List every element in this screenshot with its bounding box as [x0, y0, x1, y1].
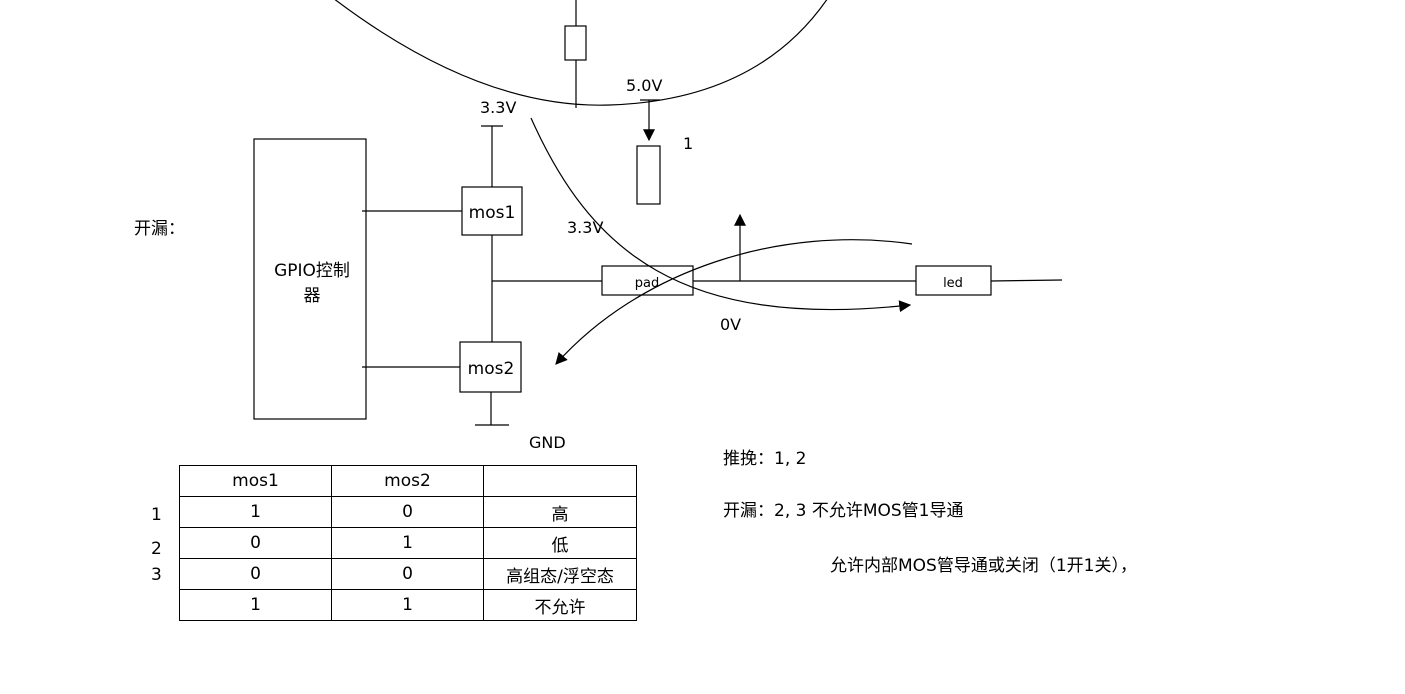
- zero-v-label: 0V: [720, 315, 741, 334]
- push-pull-note: 推挽：1, 2: [723, 449, 807, 469]
- output-wire-c: [990, 279, 1063, 282]
- table-cell: 高组态/浮空态: [483, 558, 637, 590]
- v33-mid-label: 3.3V: [567, 218, 603, 237]
- table-row: 1 0 高: [179, 496, 637, 528]
- mos1-label: mos1: [469, 203, 516, 223]
- v50-resistor: [636, 145, 661, 205]
- table-cell: 1: [331, 527, 484, 559]
- table-row: 1 1 不允许: [179, 589, 637, 621]
- row-number: 1: [151, 505, 162, 525]
- high-current-curve: [530, 117, 912, 313]
- table-header-cell: mos1: [179, 465, 332, 497]
- allow-note: 允许内部MOS管导通或关闭（1开1关），: [830, 556, 1137, 576]
- v50-label: 5.0V: [626, 76, 662, 95]
- mos2-label: mos2: [468, 359, 515, 379]
- pad-label: pad: [635, 276, 659, 291]
- table-cell: 0: [179, 527, 332, 559]
- open-drain-note: 开漏：2, 3 不允许MOS管1导通: [723, 501, 964, 521]
- table-cell: 低: [483, 527, 637, 559]
- v33-top-label: 3.3V: [480, 98, 516, 117]
- gnd-label: GND: [529, 433, 566, 452]
- open-drain-side-label: 开漏：: [134, 219, 185, 239]
- table-cell: 不允许: [483, 589, 637, 621]
- table-cell: 0: [331, 558, 484, 590]
- table-header-cell: [483, 465, 637, 497]
- top-circle-arc: [334, 0, 828, 106]
- resistor-number-label: 1: [683, 134, 693, 153]
- row-number: 2: [151, 539, 162, 559]
- gpio-label-line1: GPIO控制: [274, 261, 350, 281]
- gpio-label-line2: 器: [304, 286, 321, 306]
- led-label: led: [943, 276, 963, 291]
- table-cell: 0: [331, 496, 484, 528]
- table-header-cell: mos2: [331, 465, 484, 497]
- low-current-curve: [555, 239, 913, 365]
- table-header-row: mos1 mos2: [179, 465, 637, 497]
- truth-table: mos1 mos2 1 0 高 0 1 低 0 0 高组态/浮空态 1 1 不允…: [179, 465, 637, 621]
- table-cell: 高: [483, 496, 637, 528]
- row-number: 3: [151, 565, 162, 585]
- top-resistor: [564, 25, 587, 61]
- table-row: 0 0 高组态/浮空态: [179, 558, 637, 590]
- table-cell: 1: [179, 589, 332, 621]
- table-row: 0 1 低: [179, 527, 637, 559]
- gpio-controller-box: [253, 138, 367, 420]
- table-cell: 0: [179, 558, 332, 590]
- table-cell: 1: [331, 589, 484, 621]
- table-cell: 1: [179, 496, 332, 528]
